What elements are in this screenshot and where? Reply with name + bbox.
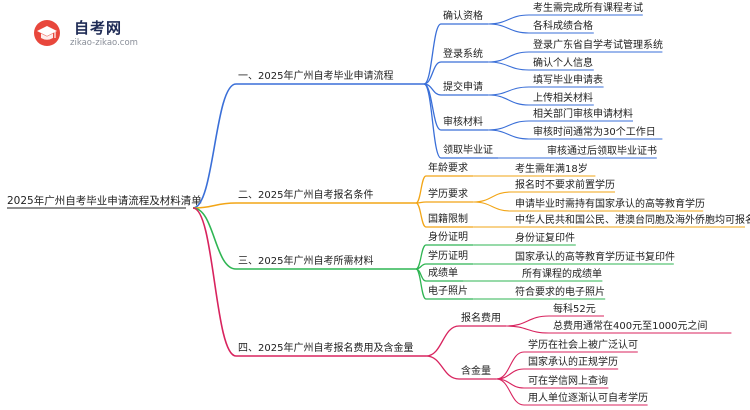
sub-node: 登录系统 — [443, 47, 483, 60]
branch-connector — [192, 83, 237, 209]
logo-title: 自考网 — [74, 19, 123, 37]
leaf-connector — [488, 86, 530, 96]
leaf-node: 报名时不要求前置学历 — [515, 178, 615, 191]
sub-connector — [423, 23, 442, 85]
sub-node: 领取毕业证 — [443, 143, 493, 156]
leaf-node: 总费用通常在400元至1000元之间 — [553, 319, 708, 332]
leaf-connector — [496, 378, 525, 406]
leaf-node: 上传相关材料 — [533, 91, 593, 104]
leaf-connector — [488, 120, 530, 131]
leaf-node: 中华人民共和国公民、港澳台同胞及海外侨胞均可报名 — [515, 213, 750, 226]
leaf-connector — [488, 23, 530, 34]
leaf-node: 国家承认的高等教育学历证书复印件 — [515, 250, 675, 263]
branch-connector — [192, 202, 237, 209]
leaf-node: 所有课程的成绩单 — [522, 267, 602, 280]
branch-node: 三、2025年广州自考所需材料 — [238, 254, 373, 267]
leaf-connector — [488, 51, 530, 63]
sub-connector — [415, 202, 427, 228]
sub-node: 学历证明 — [428, 249, 468, 262]
leaf-connector — [488, 61, 530, 71]
sub-connector — [415, 268, 427, 300]
leaf-connector — [506, 325, 550, 334]
sub-node: 提交申请 — [443, 80, 483, 93]
sub-connector — [423, 83, 442, 159]
leaf-node: 符合要求的电子照片 — [515, 285, 605, 298]
sub-node: 确认资格 — [443, 9, 483, 22]
leaf-node: 审核通过后领取毕业证书 — [547, 144, 657, 157]
leaf-node: 填写毕业申请表 — [533, 73, 603, 86]
sub-connector — [425, 355, 460, 380]
leaf-node: 登录广东省自学考试管理系统 — [533, 38, 663, 51]
leaf-connector — [473, 191, 512, 203]
leaf-node: 相关部门审核申请材料 — [533, 107, 633, 120]
graduation-cap-icon — [34, 20, 60, 46]
branch-node: 四、2025年广州自考报名费用及含金量 — [238, 341, 413, 354]
leaf-connector — [496, 351, 525, 380]
leaf-node: 每科52元 — [553, 302, 596, 315]
sub-node: 年龄要求 — [428, 161, 468, 174]
leaf-node: 各科成绩合格 — [533, 19, 593, 32]
sub-connector — [415, 263, 427, 270]
leaf-node: 确认个人信息 — [533, 56, 593, 69]
sub-connector — [423, 61, 442, 85]
site-logo: 自考网 zikao-zikao.com — [32, 14, 172, 54]
leaf-connector — [506, 315, 550, 327]
leaf-node: 学历在社会上被广泛认可 — [528, 338, 638, 351]
sub-connector — [425, 325, 460, 357]
root-node: 2025年广州自考毕业申请流程及材料清单 — [7, 194, 202, 207]
leaf-node: 审核时间通常为30个工作日 — [533, 125, 656, 138]
sub-connector — [415, 244, 427, 270]
leaf-connector — [488, 129, 530, 140]
sub-node: 审核材料 — [443, 115, 483, 128]
sub-node: 学历要求 — [428, 187, 468, 200]
branch-connector — [192, 207, 237, 270]
leaf-connector — [473, 201, 512, 212]
branch-connector — [192, 207, 237, 357]
sub-node: 成绩单 — [428, 266, 458, 279]
leaf-node: 申请毕业时需持有国家承认的高等教育学历 — [515, 197, 705, 210]
leaf-connector — [488, 94, 530, 106]
sub-node: 电子照片 — [428, 284, 468, 297]
sub-node: 身份证明 — [428, 230, 468, 243]
leaf-node: 用人单位逐渐认可自考学历 — [528, 391, 648, 404]
leaf-node: 考生需年满18岁 — [515, 162, 588, 175]
sub-node: 国籍限制 — [428, 212, 468, 225]
leaf-node: 国家承认的正规学历 — [528, 355, 618, 368]
sub-node: 含金量 — [461, 364, 491, 377]
leaf-node: 身份证复印件 — [515, 231, 575, 244]
branch-node: 二、2025年广州自考报名条件 — [238, 188, 373, 201]
sub-node: 报名费用 — [461, 311, 501, 324]
leaf-node: 考生需完成所有课程考试 — [533, 1, 643, 14]
logo-url: zikao-zikao.com — [70, 38, 138, 48]
leaf-connector — [488, 14, 530, 25]
branch-node: 一、2025年广州自考毕业申请流程 — [238, 69, 393, 82]
leaf-node: 可在学信网上查询 — [528, 374, 608, 387]
sub-connector — [415, 175, 427, 204]
